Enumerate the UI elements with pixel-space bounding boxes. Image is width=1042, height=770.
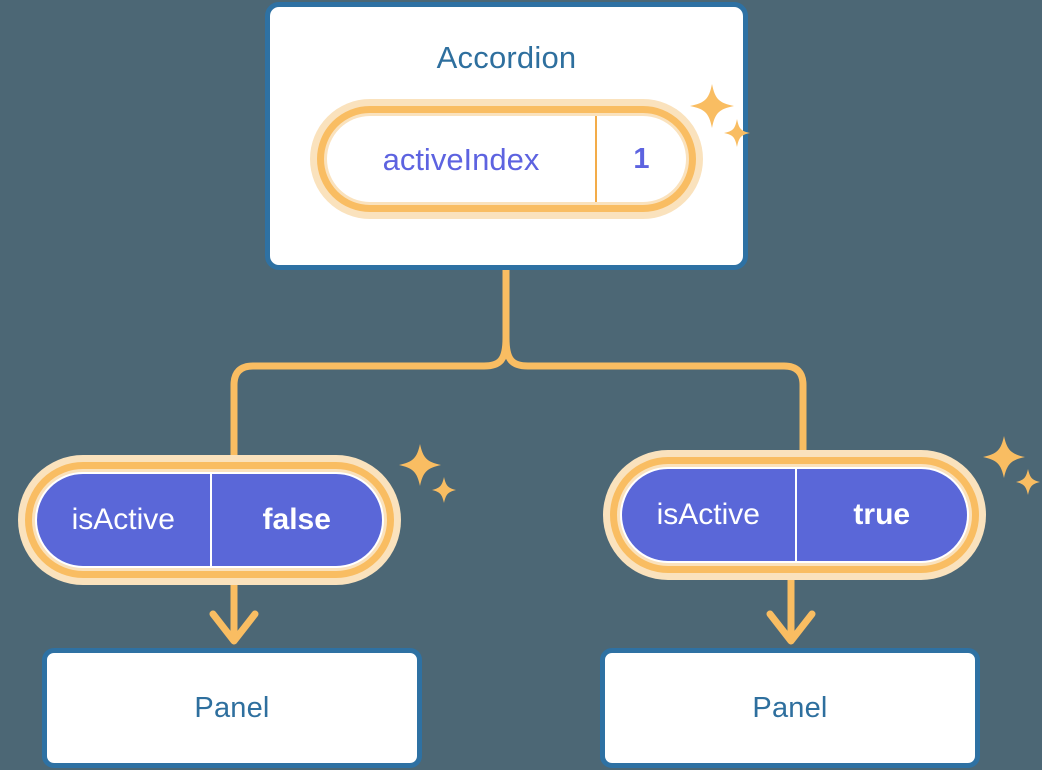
sparkle-group-left xyxy=(396,442,458,510)
component-title-accordion: Accordion xyxy=(436,40,577,75)
component-card-panel-right[interactable]: Panel xyxy=(600,648,980,768)
component-card-panel-left[interactable]: Panel xyxy=(42,648,422,768)
sparkle-small-icon xyxy=(1016,469,1040,495)
state-pill-body: activeIndex 1 xyxy=(327,116,686,202)
connector-branch-left xyxy=(230,334,510,460)
sparkle-large-icon xyxy=(983,436,1025,478)
prop-pill-key: isActive xyxy=(656,498,760,531)
prop-pill-isactive-false[interactable]: isActive false xyxy=(18,455,401,585)
arrow-down-icon-left xyxy=(209,580,259,645)
prop-pill-ring: isActive false xyxy=(25,462,394,578)
component-title-panel-right: Panel xyxy=(752,691,828,724)
sparkle-small-icon xyxy=(432,477,456,503)
prop-pill-isactive-true[interactable]: isActive true xyxy=(603,450,986,580)
sparkle-group-right xyxy=(980,434,1042,502)
arrow-down-icon-right xyxy=(766,575,816,645)
prop-pill-value: false xyxy=(209,474,383,566)
component-title-panel-left: Panel xyxy=(194,691,270,724)
state-pill-key: activeIndex xyxy=(382,141,540,177)
prop-pill-body: isActive false xyxy=(35,472,384,568)
connector-branch-right xyxy=(502,334,807,456)
state-pill-activeindex[interactable]: activeIndex 1 xyxy=(310,99,703,219)
state-pill-ring: activeIndex 1 xyxy=(317,106,696,212)
prop-pill-body: isActive true xyxy=(620,467,969,563)
prop-pill-value: true xyxy=(794,469,968,561)
prop-pill-ring: isActive true xyxy=(610,457,979,573)
prop-pill-key: isActive xyxy=(71,503,175,536)
sparkle-large-icon xyxy=(399,444,441,486)
state-pill-value: 1 xyxy=(595,116,686,202)
